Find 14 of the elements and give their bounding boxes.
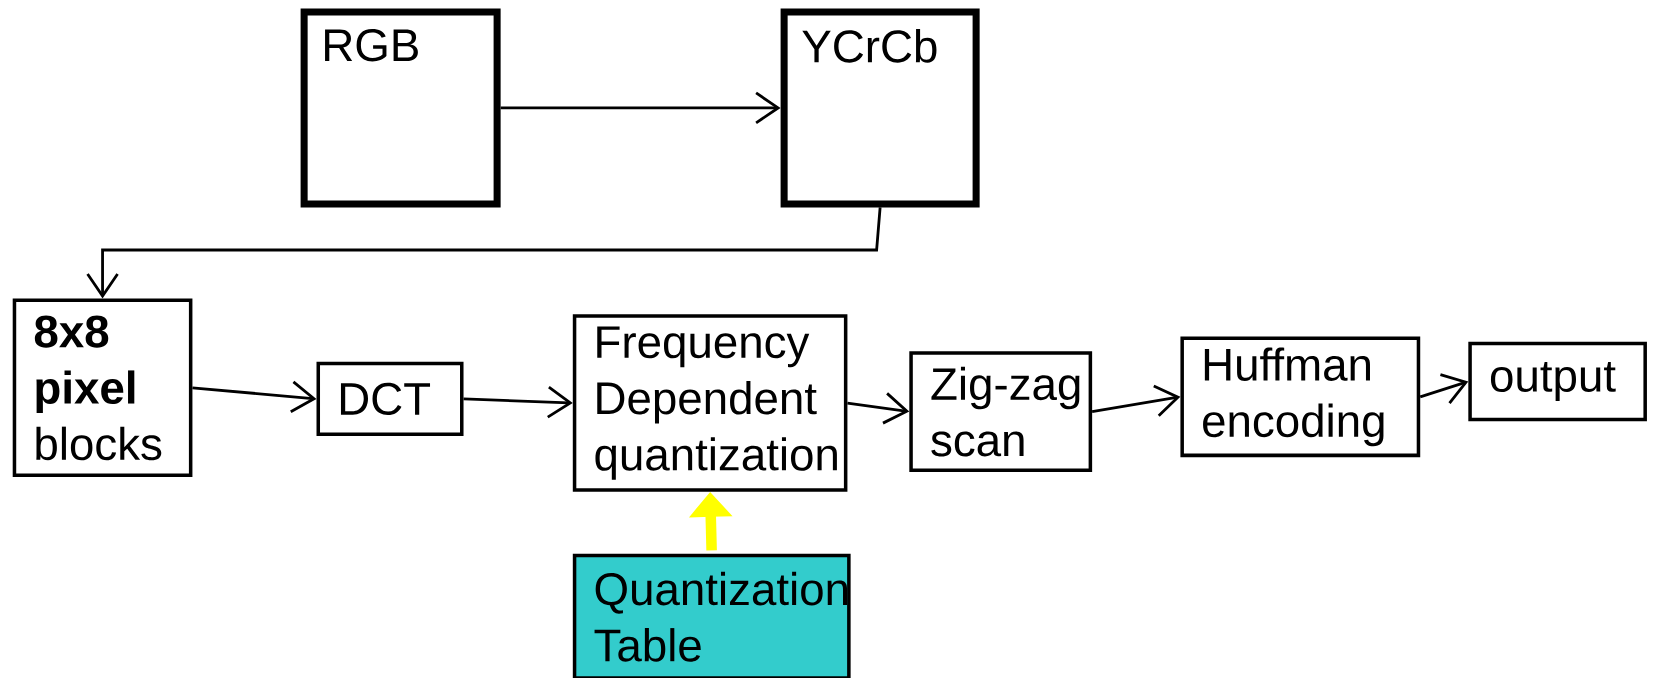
process-box: output [1468,341,1647,422]
arrow [463,386,573,419]
process-box: Quantization Table [572,553,851,678]
arrow [500,91,781,125]
process-box: Huffman encoding [1180,336,1421,458]
process-box: RGB [300,8,501,208]
process-box: 8x8 pixel blocks [12,298,193,478]
arrow [86,207,882,299]
arrow [1091,384,1181,417]
process-box: Frequency Dependent quantization [572,314,848,492]
process-box: DCT [316,361,464,436]
arrow [192,380,317,413]
process-box: YCrCb [780,8,980,208]
process-box: Zig-zag scan [909,351,1093,472]
